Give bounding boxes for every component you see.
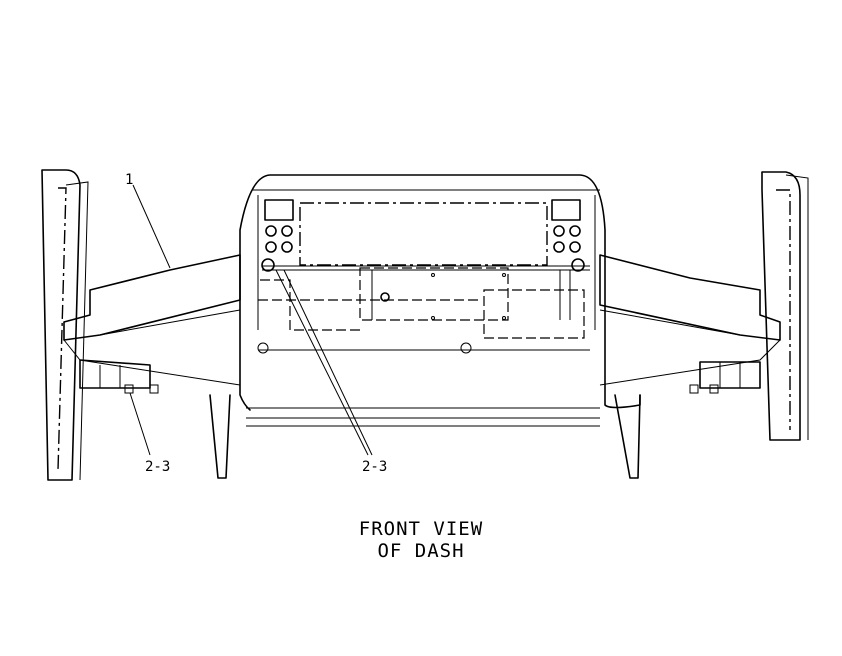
caption-line-1: FRONT VIEW bbox=[358, 518, 484, 540]
callout-left-bracket: 2-3 bbox=[145, 459, 170, 475]
leader-lines bbox=[129, 184, 373, 456]
left-pillar bbox=[41, 169, 89, 481]
center-console bbox=[239, 174, 641, 427]
caption-line-2: OF DASH bbox=[377, 540, 465, 562]
callout-part-1: 1 bbox=[125, 172, 133, 188]
drawing-caption: FRONT VIEW OF DASH bbox=[0, 518, 842, 562]
callout-center-bolt: 2-3 bbox=[362, 459, 387, 475]
left-dash-wing bbox=[63, 254, 241, 479]
right-pillar bbox=[761, 171, 809, 441]
right-dash-wing bbox=[599, 254, 781, 479]
